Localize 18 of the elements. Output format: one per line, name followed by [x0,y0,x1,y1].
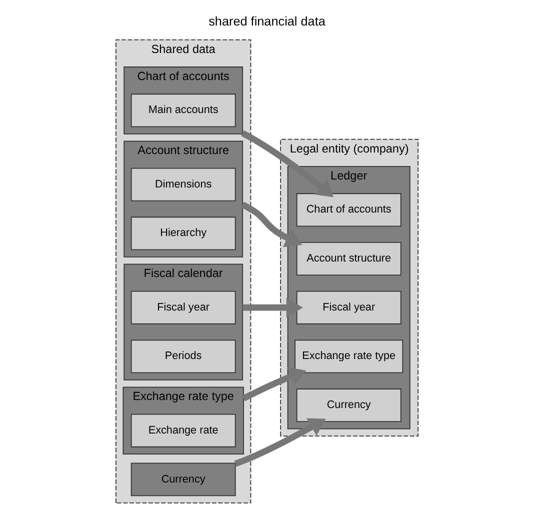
node-box: Fiscal year [296,290,401,324]
node-box: Account structure [296,242,401,276]
arrow [242,298,302,318]
arrow [240,202,302,248]
node-box: Periods [130,340,236,374]
node-box: Chart of accounts [296,193,401,227]
node-box: Hierarchy [130,216,236,250]
node-box: Exchange rate type [294,340,403,374]
diagram-title: shared financial data [208,14,325,29]
arrow [234,418,326,467]
node-box: Dimensions [130,168,236,202]
arrow [242,367,306,402]
node-box: Currency [296,388,401,422]
node-box: Exchange rate [130,414,236,448]
arrow [240,130,333,198]
node-box: Fiscal year [130,290,236,324]
node-box: Main accounts [130,94,236,128]
node-box: Currency [130,462,236,496]
